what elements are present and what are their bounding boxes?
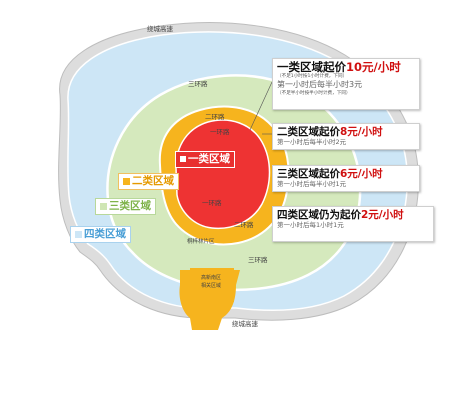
- road-label-third-top: 三环路: [188, 79, 208, 88]
- zone4-badge-label: 四类区域: [84, 228, 126, 240]
- zone2-info-title: 二类区域起价8元/小时: [277, 126, 415, 138]
- road-label-first-bottom: 一环路: [202, 198, 222, 207]
- leader-line-zone1: [249, 81, 273, 131]
- zone3-info-box: 三类区域起价6元/小时 第一小时后每半小时1元: [272, 165, 420, 192]
- zone2-info-price: 8元/小时: [340, 126, 383, 138]
- zone1-info-note2: （不足半小时按半小时计费，下同）: [277, 90, 351, 96]
- zone3-info-title: 三类区域起价6元/小时: [277, 168, 415, 180]
- zone4-badge: 四类区域: [70, 226, 131, 243]
- zone4-info-sub: 第一小时后每1小时1元: [277, 221, 344, 230]
- place-label-park: 桐梓林片区: [187, 237, 215, 245]
- place-label-south-1: 高新南区: [201, 274, 221, 281]
- zone3-info-price: 6元/小时: [340, 168, 383, 180]
- zone2-badge: 二类区域: [118, 173, 179, 190]
- zone2-info-sub: 第一小时后每半小时2元: [277, 138, 347, 147]
- zone1-badge: 一类区域: [175, 151, 235, 168]
- zone3-badge: 三类区域: [95, 198, 156, 215]
- road-label-third-bottom: 三环路: [248, 255, 268, 264]
- south-extension-box: [190, 268, 234, 302]
- zone1-marker: [180, 156, 186, 162]
- zone4-info-title: 四类区域仍为起价2元/小时: [277, 209, 429, 221]
- zone1-info-prefix: 一类区域起价: [277, 60, 346, 74]
- zone2-info-prefix: 二类区域起价: [277, 126, 340, 138]
- zone4-info-price: 2元/小时: [361, 209, 404, 221]
- zone4-info-box: 四类区域仍为起价2元/小时 第一小时后每1小时1元: [272, 206, 434, 242]
- place-label-south-2: 相关区域: [201, 282, 221, 289]
- zone1-info-price: 10元/小时: [346, 60, 401, 74]
- zone1-info-sub: 第一小时后每半小时3元: [277, 80, 363, 90]
- zone1-info-box: 一类区域起价10元/小时 （不足1小时按1小时计费，下同） 第一小时后每半小时3…: [272, 58, 420, 110]
- zone4-marker: [75, 230, 82, 238]
- zone3-marker: [100, 202, 107, 210]
- zone2-info-box: 二类区域起价8元/小时 第一小时后每半小时2元: [272, 123, 420, 150]
- zone1-info-note1: （不足1小时按1小时计费，下同）: [277, 74, 348, 80]
- zone2-badge-label: 二类区域: [132, 175, 174, 187]
- road-label-first-top: 一环路: [210, 127, 230, 136]
- zone3-info-prefix: 三类区域起价: [277, 168, 340, 180]
- zone4-info-prefix: 四类区域仍为起价: [277, 209, 361, 221]
- road-label-second-bottom: 二环路: [234, 220, 254, 229]
- zone2-marker: [123, 177, 130, 185]
- zone3-info-sub: 第一小时后每半小时1元: [277, 180, 347, 189]
- road-label-second-top: 二环路: [205, 112, 225, 121]
- road-label-outer-bottom: 绕城高速: [232, 319, 259, 328]
- zone1-badge-label: 一类区域: [188, 153, 230, 165]
- zone1-info-title: 一类区域起价10元/小时: [277, 60, 415, 74]
- road-label-outer-top: 绕城高速: [147, 24, 174, 33]
- zone3-badge-label: 三类区域: [109, 200, 151, 212]
- zone1-area: [175, 119, 271, 230]
